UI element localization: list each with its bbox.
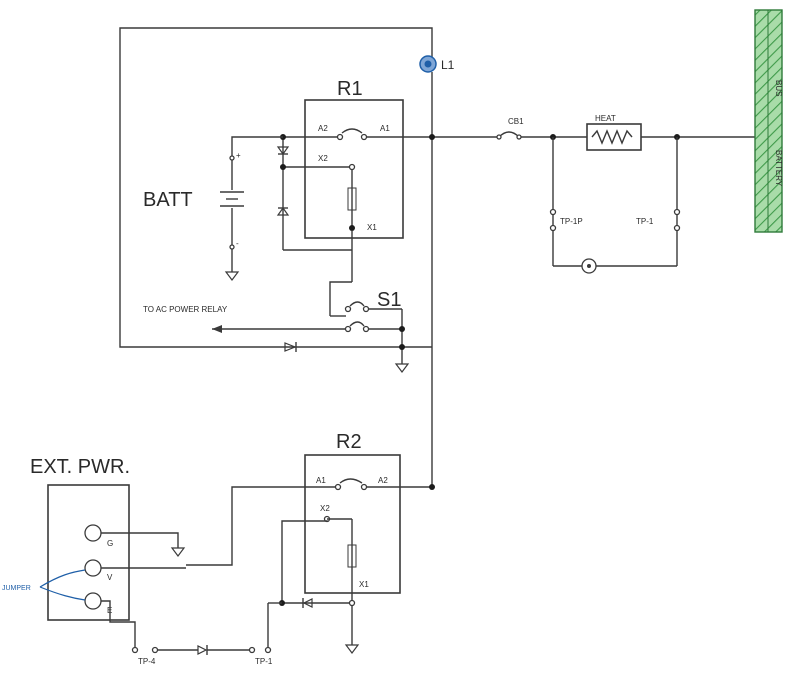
diode-1 xyxy=(276,146,290,156)
jumper-wire xyxy=(39,569,86,588)
r2-x2-label: X2 xyxy=(320,504,330,513)
battery-ground-icon xyxy=(224,271,240,281)
tp-terminal xyxy=(151,646,159,654)
s1-terminal xyxy=(362,325,370,333)
r1-a2-label: A2 xyxy=(318,124,328,133)
junction-dot xyxy=(429,484,435,490)
ext-pwr-pin-g xyxy=(84,524,102,542)
battery-bus-bar: BUS BATTERY xyxy=(754,9,783,233)
ext-pwr-label: EXT. PWR. xyxy=(30,456,130,478)
battery-terminal xyxy=(229,155,235,161)
ext-pwr-pin-v xyxy=(84,559,102,577)
diode-5 xyxy=(197,645,208,655)
ground-icon xyxy=(394,363,410,373)
circuit-breaker xyxy=(498,131,520,138)
cb-label: CB1 xyxy=(508,117,524,126)
l1-label: L1 xyxy=(441,58,455,72)
ext-ground-wire xyxy=(101,532,179,548)
r2-a1-label: A1 xyxy=(316,476,326,485)
s1-terminal xyxy=(344,305,352,313)
r2-label: R2 xyxy=(336,431,362,453)
tp-terminal xyxy=(264,646,272,654)
tp-terminal xyxy=(131,646,139,654)
tp-terminal xyxy=(673,224,681,232)
ext-pin-v-label: V xyxy=(107,573,113,582)
r1-contact-terminal xyxy=(336,133,344,141)
s1-label: S1 xyxy=(377,289,401,311)
jumper-wire xyxy=(39,586,86,601)
r1-x2-label: X2 xyxy=(318,154,328,163)
r1-contact-terminal xyxy=(360,133,368,141)
r2-coil-wire xyxy=(281,520,328,603)
battery-positive-wire xyxy=(231,136,283,190)
junction-dot xyxy=(429,134,435,140)
ext-ground-icon xyxy=(170,547,186,557)
r1-contact xyxy=(341,128,363,134)
jumper-label: JUMPER xyxy=(2,585,31,592)
ext-pin-g-label: G xyxy=(107,539,113,548)
r2-contact-terminal xyxy=(360,483,368,491)
s1-terminal xyxy=(344,325,352,333)
r2-a2-label: A2 xyxy=(378,476,388,485)
batt-plus-label: + xyxy=(236,151,241,160)
batt-label: BATT xyxy=(143,189,193,211)
diode-3 xyxy=(284,342,297,352)
r1-x1-label: X1 xyxy=(367,223,377,232)
r2-ground-icon xyxy=(344,644,360,654)
r2-contact xyxy=(339,478,363,484)
r1-coil-terminal xyxy=(348,163,356,171)
batt-minus-label: - xyxy=(236,239,239,248)
diode-4 xyxy=(302,598,313,608)
r2-coil xyxy=(347,544,357,568)
junction-dot xyxy=(280,164,286,170)
ext-pwr-pin-e xyxy=(84,592,102,610)
r1-relay-box xyxy=(304,99,404,239)
arrow-left-icon xyxy=(212,325,222,333)
junction-dot xyxy=(399,344,405,350)
ext-pwr-feed-wire xyxy=(186,486,336,566)
r1-coil-terminal xyxy=(349,225,355,231)
s1-terminal xyxy=(362,305,370,313)
r2-coil-terminal xyxy=(348,599,356,607)
s1-contact xyxy=(349,321,365,327)
r2-contact-terminal xyxy=(334,483,342,491)
r1-label: R1 xyxy=(337,78,363,100)
tp-terminal xyxy=(248,646,256,654)
to-ac-relay-label: TO AC POWER RELAY xyxy=(143,305,228,314)
battery-terminal xyxy=(229,244,235,250)
tp-terminal xyxy=(673,208,681,216)
cb-terminal xyxy=(516,134,522,140)
r1-coil xyxy=(347,187,357,211)
s1-feed-wire xyxy=(329,281,352,316)
tp-left-label: TP-1P xyxy=(560,217,583,226)
heat-label: HEAT xyxy=(595,114,616,123)
bus-label: BUS xyxy=(774,80,783,96)
tp-terminal xyxy=(549,224,557,232)
junction-dot xyxy=(399,326,405,332)
tp-terminal xyxy=(549,208,557,216)
cb-terminal xyxy=(496,134,502,140)
r2-x1-label: X1 xyxy=(359,580,369,589)
tp-bottom-left-label: TP-4 xyxy=(138,657,156,666)
bus-sub-label: BATTERY xyxy=(774,150,783,187)
heater-element xyxy=(591,129,633,145)
diode-2 xyxy=(276,206,290,216)
ext-pwr-box xyxy=(47,484,130,621)
outer-frame-wire xyxy=(119,27,433,348)
meter-icon-center xyxy=(587,264,591,268)
r1-a1-label: A1 xyxy=(380,124,390,133)
s1-contact xyxy=(349,301,365,307)
tp-bottom-right-label: TP-1 xyxy=(255,657,273,666)
tp-right-label: TP-1 xyxy=(636,217,654,226)
ext-e-wire xyxy=(101,600,136,650)
l1-lamp: L1 xyxy=(419,55,455,73)
